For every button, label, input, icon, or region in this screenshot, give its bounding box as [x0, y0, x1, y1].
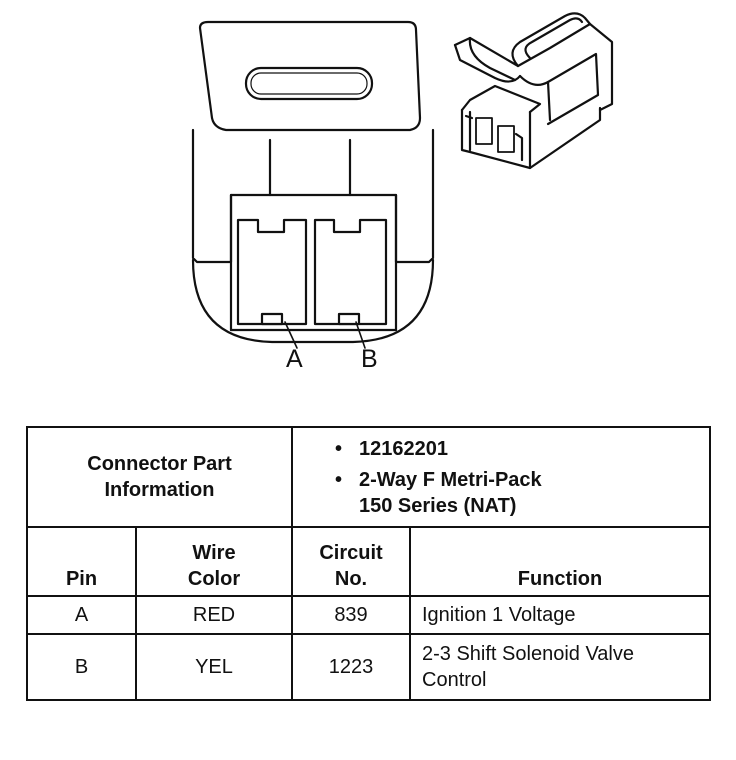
pin-cell: A [26, 595, 137, 635]
part-description-item: • 2-Way F Metri-Pack 150 Series (NAT) [335, 467, 709, 519]
pin-label-b: B [361, 345, 378, 373]
pin-label-a: A [286, 345, 303, 373]
connector-isometric-view [453, 12, 614, 170]
function-line2: Control [422, 669, 487, 691]
part-number: 12162201 [359, 437, 448, 460]
wire-color-cell: RED [135, 595, 293, 635]
header-wire-color: Wire Color [135, 526, 293, 597]
connector-cavity-b [313, 218, 388, 326]
column-header-row: Pin Wire Color Circuit No. Function [26, 526, 711, 597]
header-circuit-line1: Circuit [319, 542, 383, 564]
part-number-item: • 12162201 [335, 436, 709, 462]
part-info-label-line2: Information [104, 479, 215, 501]
part-info-row: Connector Part Information • 12162201 • … [26, 426, 711, 528]
part-description-line1: 2-Way F Metri-Pack [359, 468, 542, 491]
wire-color-cell: YEL [135, 633, 293, 701]
connector-body [191, 128, 435, 344]
function-line1: 2-3 Shift Solenoid Valve [422, 643, 634, 665]
connector-cavity-a [236, 218, 308, 326]
header-wire-line1: Wire [192, 542, 236, 564]
connector-info-table: Connector Part Information • 12162201 • … [26, 426, 711, 701]
connector-illustration [191, 12, 614, 349]
header-function-label: Function [517, 568, 603, 590]
header-pin-label: Pin [65, 568, 98, 590]
circuit-cell: 1223 [291, 633, 411, 701]
function-line1: Ignition 1 Voltage [422, 604, 576, 626]
circuit-cell: 839 [291, 595, 411, 635]
header-circuit-line2: No. [334, 568, 368, 590]
part-description-line2: 150 Series (NAT) [359, 494, 517, 517]
header-pin: Pin [26, 526, 137, 597]
part-info-label-line1: Connector Part [87, 453, 232, 475]
pin-leader-lines [284, 321, 366, 349]
header-function: Function [409, 526, 711, 597]
part-info-value-cell: • 12162201 • 2-Way F Metri-Pack 150 Seri… [291, 426, 711, 528]
header-circuit-no: Circuit No. [291, 526, 411, 597]
bullet-icon: • [335, 468, 343, 491]
connector-latch-stem [268, 138, 352, 197]
function-cell: 2-3 Shift Solenoid Valve Control [409, 633, 711, 701]
bullet-icon: • [335, 437, 343, 460]
table-row: A RED 839 Ignition 1 Voltage [26, 595, 711, 635]
header-wire-line2: Color [187, 568, 241, 590]
pin-cell: B [26, 633, 137, 701]
function-cell: Ignition 1 Voltage [409, 595, 711, 635]
part-info-label-cell: Connector Part Information [26, 426, 293, 528]
connector-latch-tab [198, 20, 422, 132]
table-row: B YEL 1223 2-3 Shift Solenoid Valve Cont… [26, 633, 711, 701]
